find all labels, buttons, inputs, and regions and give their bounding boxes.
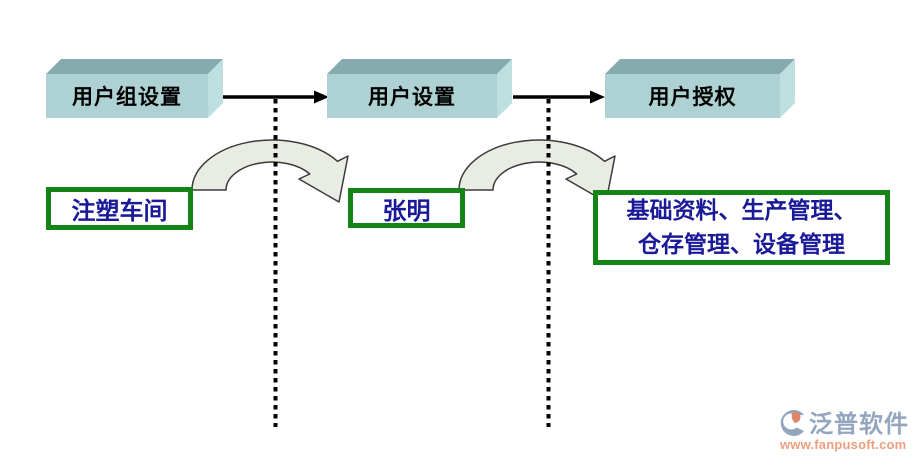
- flow-arrow-2: [513, 90, 605, 104]
- curved-arrow-icon-2: [458, 139, 616, 203]
- flow-box-user-group-setup: 用户组设置: [46, 59, 223, 118]
- annotation-text-line1: 基础资料、生产管理、: [626, 197, 857, 223]
- box-top-face: [605, 59, 795, 74]
- flow-box-text: 用户组设置: [72, 85, 182, 109]
- watermark-brand: 泛普软件: [809, 411, 909, 438]
- annotation-box-modules: 基础资料、生产管理、 仓存管理、设备管理: [593, 190, 890, 265]
- flow-box-text: 用户设置: [368, 85, 456, 109]
- flow-box-label: 用户组设置: [46, 74, 208, 118]
- flow-box-label: 用户设置: [327, 74, 497, 118]
- curved-arrow-icon-1: [191, 139, 349, 203]
- box-top-face: [46, 59, 223, 74]
- annotation-text: 张明: [382, 198, 431, 225]
- annotation-text-line2: 仓存管理、设备管理: [638, 231, 845, 257]
- flow-box-label: 用户授权: [605, 74, 780, 118]
- annotation-box-user-name: 张明: [348, 188, 465, 228]
- flow-box-user-setup: 用户设置: [327, 59, 512, 118]
- fanpu-logo-icon: [780, 410, 804, 436]
- flow-box-text: 用户授权: [648, 85, 737, 109]
- watermark-url: www.fanpusoft.com: [780, 437, 907, 452]
- annotation-text: 注塑车间: [71, 199, 168, 225]
- annotation-box-workshop: 注塑车间: [46, 187, 193, 230]
- box-top-face: [327, 59, 512, 74]
- watermark: 泛普软件 www.fanpusoft.com: [780, 404, 912, 452]
- flow-arrow-1: [214, 90, 329, 104]
- flow-box-user-authorization: 用户授权: [605, 59, 795, 118]
